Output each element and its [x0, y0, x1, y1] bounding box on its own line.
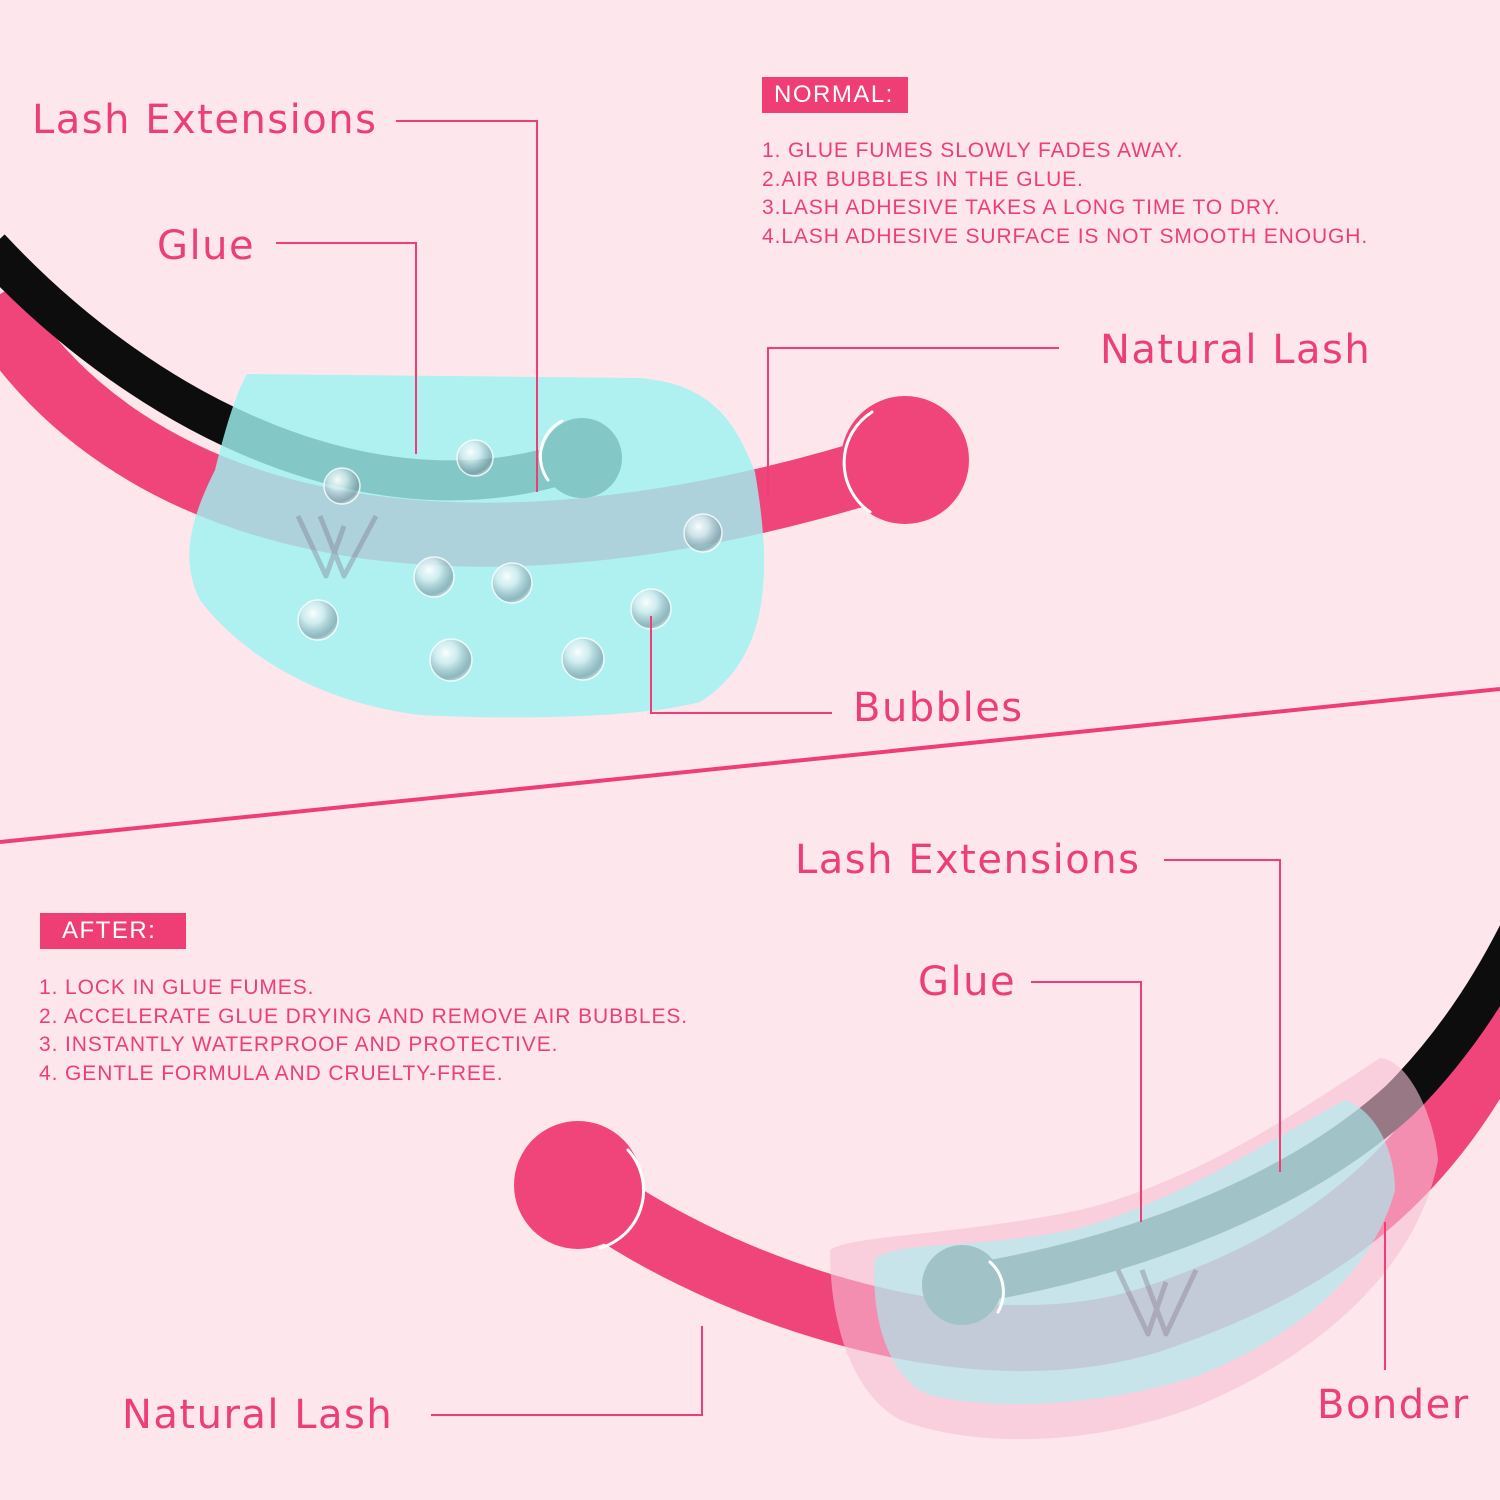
after-list-item: 2. ACCELERATE GLUE DRYING AND REMOVE AIR… — [39, 1004, 689, 1028]
label-lash-extensions-top: Lash Extensions — [32, 97, 378, 143]
label-natural-lash-top: Natural Lash — [1100, 327, 1372, 373]
normal-list-item: 3.LASH ADHESIVE TAKES A LONG TIME TO DRY… — [762, 196, 1281, 219]
after-list-item: 3. INSTANTLY WATERPROOF AND PROTECTIVE. — [39, 1033, 559, 1056]
normal-list-item: 4.LASH ADHESIVE SURFACE IS NOT SMOOTH EN… — [762, 224, 1369, 248]
normal-diagram — [0, 120, 1059, 718]
normal-list-item: 1. GLUE FUMES SLOWLY FADES AWAY. — [762, 139, 1184, 162]
label-bonder: Bonder — [1317, 1382, 1470, 1428]
watermark-logo-top — [295, 514, 379, 579]
after-tag: AFTER: — [40, 913, 187, 949]
label-glue-bottom: Glue — [918, 959, 1017, 1005]
bubbles-group — [297, 439, 723, 682]
natural-lash-top-tip — [841, 396, 969, 524]
after-list-item: 1. LOCK IN GLUE FUMES. — [39, 976, 315, 999]
after-list: 1. LOCK IN GLUE FUMES. 2. ACCELERATE GLU… — [39, 974, 688, 1088]
normal-list-item: 2.AIR BUBBLES IN THE GLUE. — [762, 167, 1084, 191]
glue-layer-bottom — [874, 1100, 1395, 1405]
after-list-item: 4. GENTLE FORMULA AND CRUELTY-FREE. — [39, 1061, 504, 1085]
label-bubbles: Bubbles — [853, 685, 1024, 731]
natural-lash-bottom-tip — [514, 1121, 642, 1249]
section-divider — [0, 687, 1500, 844]
normal-list: 1. GLUE FUMES SLOWLY FADES AWAY. 2.AIR B… — [762, 137, 1368, 251]
label-glue-top: Glue — [157, 223, 256, 269]
leader-lines-bottom — [431, 859, 1386, 1416]
leader-lines-top — [276, 120, 1059, 714]
watermark-logo-bottom — [1115, 1268, 1199, 1337]
normal-tag: NORMAL: — [762, 77, 908, 113]
after-diagram — [431, 859, 1500, 1440]
label-lash-extensions-bottom: Lash Extensions — [795, 837, 1141, 883]
glue-blob-top — [189, 374, 765, 718]
label-natural-lash-bottom: Natural Lash — [122, 1392, 394, 1438]
